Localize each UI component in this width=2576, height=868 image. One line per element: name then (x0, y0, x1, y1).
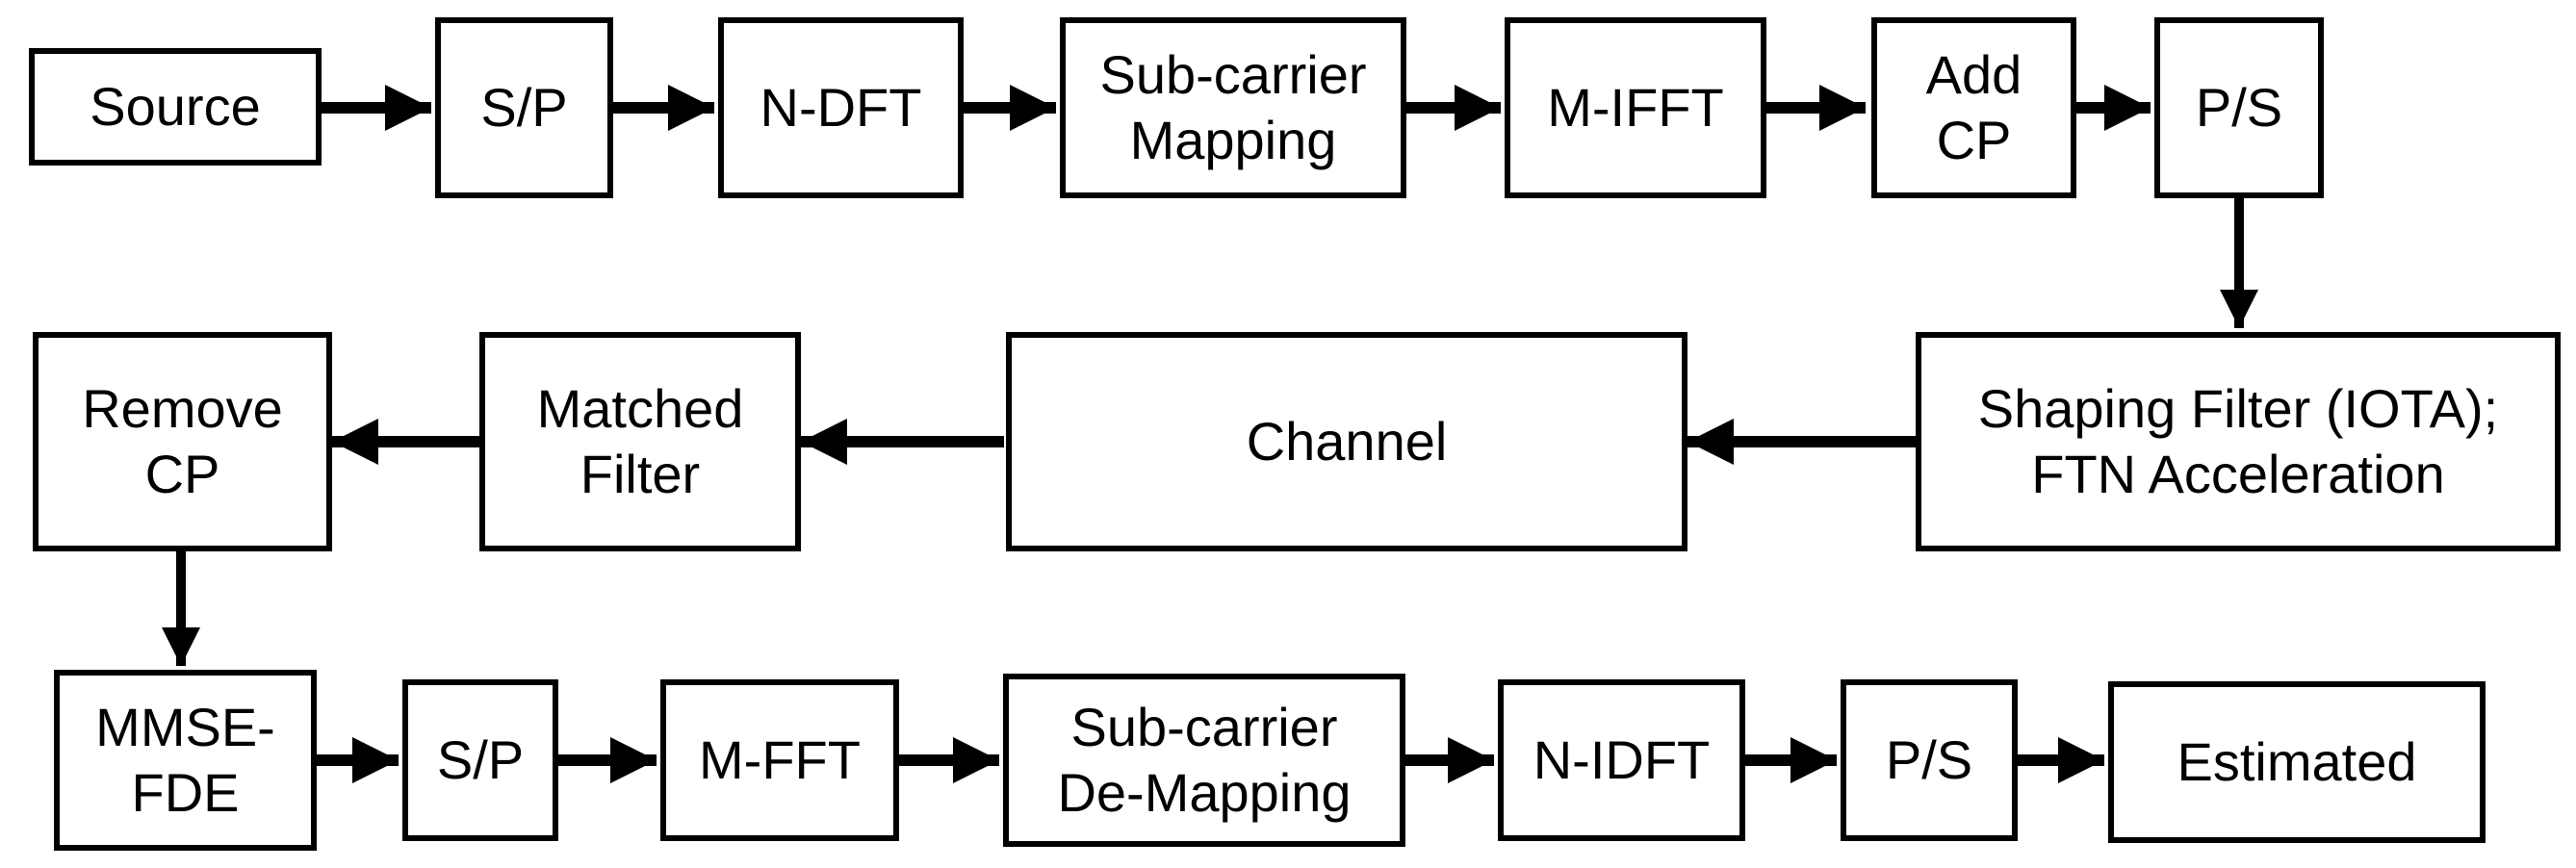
block-estimated: Estimated (2108, 681, 2486, 843)
block-remove-cp: Remove CP (33, 332, 332, 551)
block-channel-label: Channel (1246, 410, 1448, 472)
block-m-ifft-label: M-IFFT (1547, 76, 1724, 138)
block-estimated-label: Estimated (2177, 730, 2417, 792)
block-sp-rx-label: S/P (436, 728, 525, 790)
block-remove-cp-label: Remove CP (82, 377, 283, 504)
block-subcarrier-demapping: Sub-carrier De-Mapping (1003, 674, 1405, 847)
block-n-idft-label: N-IDFT (1533, 728, 1711, 790)
block-subcarrier-mapping-label: Sub-carrier Mapping (1099, 43, 1367, 170)
block-shaping-filter: Shaping Filter (IOTA); FTN Acceleration (1916, 332, 2561, 551)
block-mmse-fde: MMSE- FDE (54, 670, 317, 851)
block-m-ifft: M-IFFT (1505, 17, 1766, 198)
block-add-cp-label: Add CP (1925, 43, 2022, 170)
block-n-dft: N-DFT (718, 17, 964, 198)
block-add-cp: Add CP (1871, 17, 2076, 198)
block-shaping-filter-label: Shaping Filter (IOTA); FTN Acceleration (1977, 377, 2499, 504)
block-sp-tx-label: S/P (480, 76, 568, 138)
block-subcarrier-mapping: Sub-carrier Mapping (1060, 17, 1406, 198)
block-matched-filter-label: Matched Filter (536, 377, 744, 504)
block-ps-tx-label: P/S (2195, 76, 2283, 138)
block-n-idft: N-IDFT (1498, 679, 1745, 841)
block-channel: Channel (1006, 332, 1687, 551)
block-ps-rx-label: P/S (1885, 728, 1973, 790)
block-sp-tx: S/P (435, 17, 613, 198)
block-subcarrier-demapping-label: Sub-carrier De-Mapping (1057, 696, 1352, 823)
block-m-fft-label: M-FFT (699, 728, 861, 790)
block-mmse-fde-label: MMSE- FDE (95, 696, 275, 823)
block-ps-tx: P/S (2154, 17, 2324, 198)
block-m-fft: M-FFT (660, 679, 899, 841)
block-source-label: Source (90, 75, 261, 137)
block-source: Source (29, 48, 322, 166)
block-matched-filter: Matched Filter (479, 332, 801, 551)
block-n-dft-label: N-DFT (760, 76, 922, 138)
block-ps-rx: P/S (1841, 679, 2018, 841)
block-sp-rx: S/P (402, 679, 558, 841)
